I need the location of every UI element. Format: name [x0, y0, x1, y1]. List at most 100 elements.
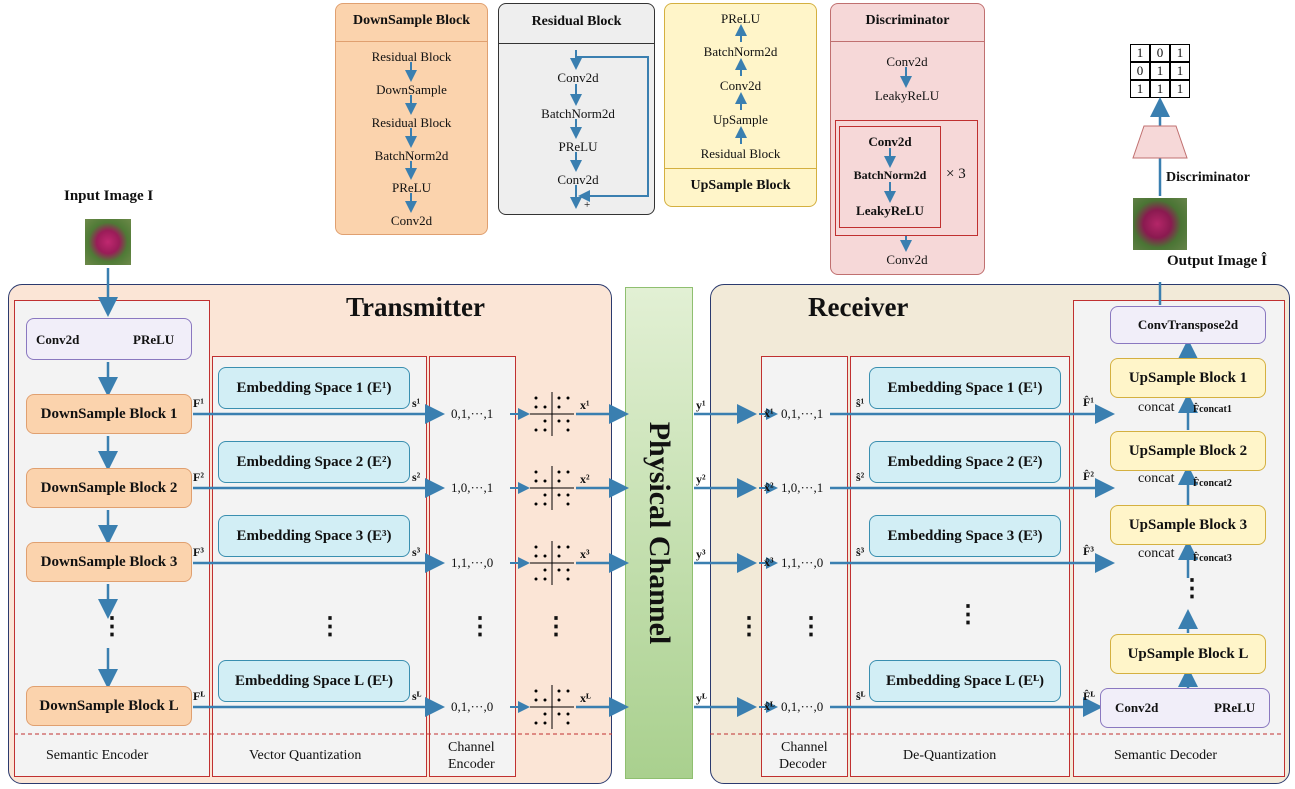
downsample-block-header [335, 3, 488, 42]
us-item-5: Residual Block [700, 146, 781, 161]
s2-label: s² [412, 470, 421, 484]
matrix-cell: 1 [1170, 44, 1190, 62]
shat1-label: ŝ¹ [856, 396, 865, 410]
disc-inner-box [839, 126, 941, 228]
matrix-cell: 0 [1130, 62, 1150, 80]
disc-item-1: Conv2d [886, 54, 928, 69]
concat-label-2: concat [1138, 471, 1175, 486]
Fconcat3-label: F̂concat3 [1193, 553, 1232, 564]
decoder-conv-label: Conv2d [1115, 700, 1159, 715]
Fhat3-label: F̂³ [1083, 544, 1094, 558]
channel-decoder-label-1: Channel [781, 740, 828, 755]
tx-embedding-1: Embedding Space 1 (E¹) [218, 367, 410, 409]
rb-item-3: PReLU [558, 139, 598, 154]
yL-label: yᴸ [696, 691, 707, 705]
tx-code-1: 0,1,···,1 [451, 406, 494, 421]
tx-embedding-3: Embedding Space 3 (E³) [218, 515, 410, 557]
upsample-block-2: UpSample Block 2 [1110, 431, 1266, 471]
cd-ellipsis: ⋮ [799, 614, 823, 640]
tx-embedding-2: Embedding Space 2 (E²) [218, 441, 410, 483]
Fhat2-label: F̂² [1083, 469, 1094, 483]
rx-embedding-3: Embedding Space 3 (E³) [869, 515, 1061, 557]
discriminator-shape [1132, 125, 1188, 159]
ds-item-6: Conv2d [390, 213, 433, 228]
discriminator-header [830, 3, 985, 42]
semantic-decoder-label: Semantic Decoder [1114, 748, 1218, 763]
tx-code-2: 1,0,···,1 [451, 480, 494, 495]
us-item-1: PReLU [721, 11, 760, 26]
s1-label: s¹ [412, 396, 421, 410]
downsample-block-1: DownSample Block 1 [26, 394, 192, 434]
ce-ellipsis: ⋮ [468, 614, 492, 640]
ds-item-5: PReLU [392, 180, 431, 195]
rx-code-2: 1,0,···,1 [781, 480, 824, 495]
dequantization-label: De-Quantization [903, 748, 997, 763]
x2-label: x² [580, 472, 590, 486]
disc-inner-2: BatchNorm2d [853, 168, 927, 182]
physical-channel [625, 287, 693, 779]
rb-item-4: Conv2d [557, 172, 599, 187]
F2-label: F² [193, 470, 204, 484]
upsample-block-3: UpSample Block 3 [1110, 505, 1266, 545]
rb-item-2: BatchNorm2d [541, 106, 615, 121]
convtranspose2d-block: ConvTranspose2d [1110, 306, 1266, 344]
xhat1-label: x̂¹ [764, 406, 774, 420]
output-matrix: 1 0 1 0 1 1 1 1 1 [1130, 44, 1190, 98]
upsample-block-L: UpSample Block L [1110, 634, 1266, 674]
encoder-conv-label: Conv2d [36, 332, 80, 347]
decoder-prelu-label: PReLU [1214, 700, 1256, 715]
Fhat1-label: F̂¹ [1083, 395, 1094, 409]
downsample-block-title: DownSample Block [352, 13, 471, 28]
FhatL-label: F̂ᴸ [1083, 689, 1096, 703]
upsample-block-footer [664, 168, 817, 169]
residual-block-detail [498, 3, 655, 215]
vector-quantization-label: Vector Quantization [249, 748, 362, 763]
downsample-block-3: DownSample Block 3 [26, 542, 192, 582]
matrix-cell: 1 [1130, 80, 1150, 98]
output-image [1133, 198, 1187, 250]
decoder-ellipsis: ⋮ [1180, 576, 1204, 602]
disc-item-last: Conv2d [886, 252, 928, 267]
encoder-conv-prelu [26, 318, 192, 360]
downsample-block-L: DownSample Block L [26, 686, 192, 726]
channel-decoder-label-2: Decoder [779, 757, 827, 772]
disc-inner-1: Conv2d [868, 134, 912, 149]
concat-label-1: concat [1138, 400, 1175, 415]
constellation-ellipsis: ⋮ [544, 614, 568, 640]
matrix-cell: 1 [1170, 62, 1190, 80]
x1-label: x¹ [580, 398, 590, 412]
rb-item-1: Conv2d [557, 70, 599, 85]
shat3-label: ŝ³ [856, 545, 865, 559]
tx-code-L: 0,1,···,0 [451, 699, 494, 714]
xL-label: xᴸ [580, 691, 591, 705]
shat2-label: ŝ² [856, 470, 865, 484]
us-item-2: BatchNorm2d [703, 44, 778, 59]
us-item-3: Conv2d [719, 78, 762, 93]
FL-label: Fᴸ [193, 689, 206, 703]
xhatL-label: x̂ᴸ [764, 699, 775, 713]
x3-label: x³ [580, 547, 590, 561]
input-image-label: Input Image I [64, 188, 154, 204]
residual-block-title: Residual Block [531, 14, 622, 29]
y1-label: y¹ [696, 398, 706, 412]
matrix-cell: 1 [1130, 44, 1150, 62]
disc-repeat: × 3 [946, 166, 966, 182]
matrix-cell: 1 [1150, 62, 1170, 80]
rb-plus: + [584, 199, 591, 211]
F3-label: F³ [193, 545, 204, 559]
F1-label: F¹ [193, 396, 204, 410]
rx-ellipsis-1: ⋮ [737, 614, 761, 640]
rx-code-3: 1,1,···,0 [781, 555, 824, 570]
disc-inner-3: LeakyReLU [856, 203, 924, 218]
shatL-label: ŝᴸ [856, 689, 866, 703]
concat-label-3: concat [1138, 546, 1175, 561]
Fconcat2-label: F̂concat2 [1193, 478, 1232, 489]
us-item-4: UpSample [713, 112, 768, 127]
xhat3-label: x̂³ [764, 555, 774, 569]
encoder-ellipsis: ⋮ [100, 614, 124, 640]
discriminator-detail [830, 3, 985, 275]
tx-code-3: 1,1,···,0 [451, 555, 494, 570]
transmitter-title: Transmitter [346, 292, 485, 322]
upsample-block-title: UpSample Block [690, 178, 791, 193]
